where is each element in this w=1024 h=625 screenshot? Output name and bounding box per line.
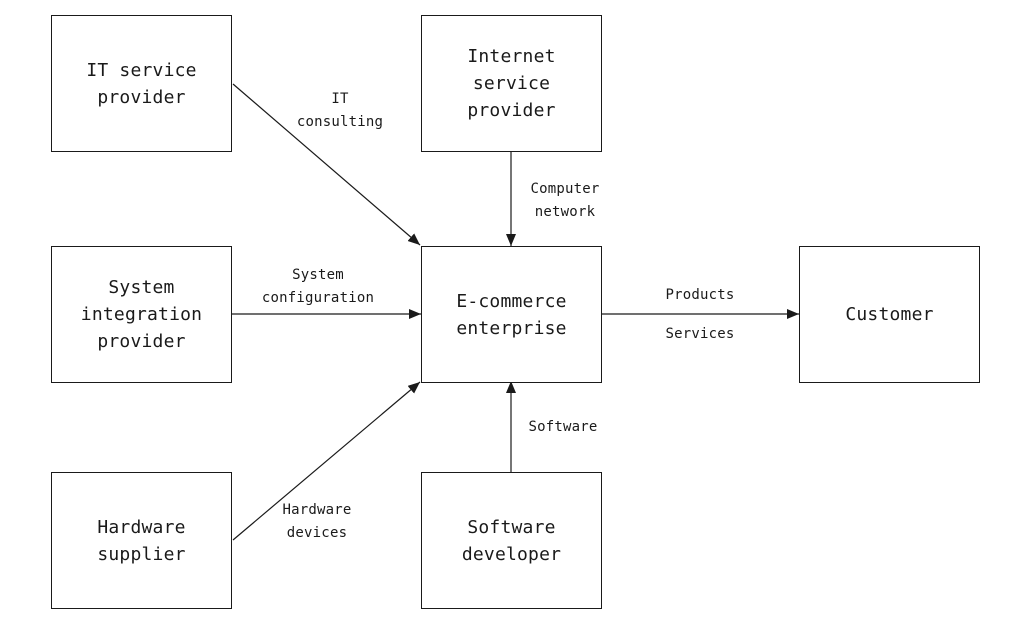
arrow-it-service-to-ecommerce (232, 83, 421, 246)
ecommerce-enterprise-box: E-commerce enterprise (421, 246, 602, 383)
hardware-supplier-box: Hardware supplier (51, 472, 232, 609)
software-developer-box: Software developer (421, 472, 602, 609)
ecommerce-enterprise-label: E-commerce enterprise (456, 290, 567, 339)
arrow-hardware-to-ecommerce (232, 381, 421, 541)
it-service-provider-box: IT service provider (51, 15, 232, 152)
system-integration-provider-box: System integration provider (51, 246, 232, 383)
software-developer-label: Software developer (461, 516, 562, 565)
it-service-provider-label: IT service provider (86, 59, 197, 108)
internet-service-provider-box: Internet service provider (421, 15, 602, 152)
software-label: Software (528, 419, 598, 435)
system-configuration-label: System configuration (261, 267, 375, 306)
system-integration-provider-label: System integration provider (80, 277, 203, 352)
products-label: Products (665, 287, 735, 303)
internet-service-provider-label: Internet service provider (467, 46, 556, 121)
services-label: Services (665, 326, 735, 342)
it-consulting-label: IT consulting (296, 91, 384, 130)
hardware-supplier-label: Hardware supplier (97, 516, 186, 565)
customer-box: Customer (799, 246, 980, 383)
customer-label: Customer (845, 304, 934, 325)
hardware-devices-label: Hardware devices (282, 502, 352, 541)
computer-network-label: Computer network (530, 181, 600, 220)
